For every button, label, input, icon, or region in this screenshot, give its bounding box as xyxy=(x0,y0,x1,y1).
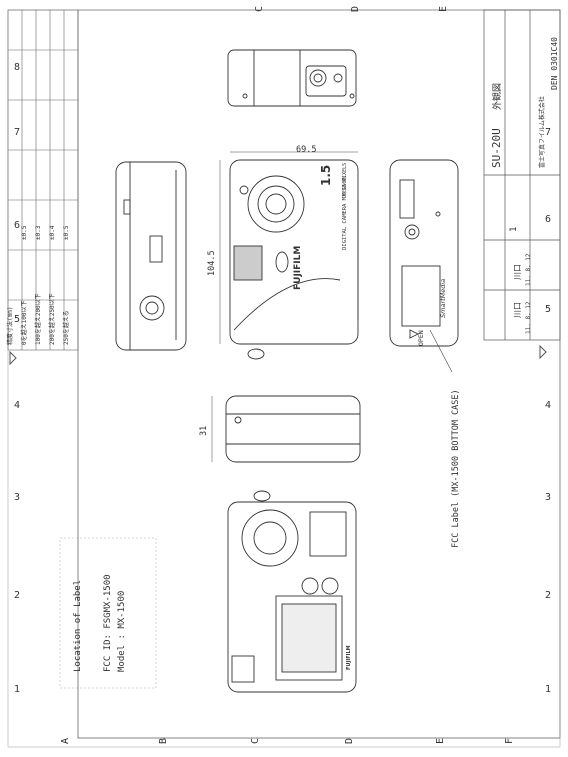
date-2: 11. 8. 12 xyxy=(525,253,532,286)
label-fcc-id: FCC ID: FSGMX-1500 xyxy=(103,574,113,672)
dim-width: 69.5 xyxy=(296,145,316,155)
col-num: 1 xyxy=(14,684,20,695)
camera-front-view xyxy=(229,159,359,360)
col-num: 2 xyxy=(14,590,20,601)
row-letter: E xyxy=(438,6,449,12)
tol-row: 100を越え200以下 xyxy=(34,293,42,345)
row-letter: B xyxy=(158,738,169,744)
mega-pixels-text: MEGA PIXELS xyxy=(342,163,348,196)
camera-left-view xyxy=(115,161,187,351)
dim-lines xyxy=(211,151,358,462)
col-num: 6 xyxy=(545,214,551,225)
row-letter: D xyxy=(350,6,361,12)
column-numbers-bottom: 1 2 3 4 5 6 7 xyxy=(545,127,551,695)
col-num: 3 xyxy=(545,492,551,503)
tol-row: 0を越え100以下 xyxy=(20,301,28,345)
col-num: 4 xyxy=(14,400,20,411)
col-num: 5 xyxy=(545,304,551,315)
lcd-brand: FUJIFILM xyxy=(346,645,352,670)
row-letter: C xyxy=(254,6,265,12)
sign-1: 川口 xyxy=(513,302,522,318)
bottom-marks: SmartMedia OPEN xyxy=(417,279,447,346)
camera-side-profile xyxy=(225,395,361,463)
fcc-callout: FCC Label (MX-1500 BOTTOM CASE) xyxy=(429,329,461,548)
row-letters: A B C D E F C D E xyxy=(60,6,515,744)
model-line: DIGITAL CAMERA MX-1500 xyxy=(342,177,348,250)
row-letter: F xyxy=(504,738,515,744)
col-num: 1 xyxy=(545,684,551,695)
row-letter: A xyxy=(60,738,71,744)
front-marks: FUJIFILM 1.5 MEGA PIXELS DIGITAL CAMERA … xyxy=(293,163,348,290)
row-letter: D xyxy=(344,738,355,744)
tolerance-values: 精度寸法(mm) 0を越え100以下 100を越え200以下 200を越え250… xyxy=(6,225,70,345)
row-letter: C xyxy=(250,738,261,744)
camera-top-view xyxy=(227,49,357,107)
dim-depth: 31 xyxy=(199,426,209,436)
company-name: 富士写真フイルム株式会社 xyxy=(538,96,546,168)
tol-row: 精度寸法(mm) xyxy=(6,307,14,345)
camera-bottom-view xyxy=(389,159,459,347)
open-mark: OPEN xyxy=(417,330,425,346)
date-1: 11. 8. 12 xyxy=(525,301,532,334)
fcc-callout-text: FCC Label (MX-1500 BOTTOM CASE) xyxy=(451,389,461,548)
col-num: 2 xyxy=(545,590,551,601)
col-num: 7 xyxy=(545,127,551,138)
part-name: 外観図 xyxy=(491,83,503,110)
tol-val: ±0.5 xyxy=(63,225,70,240)
part-number: SU-20U xyxy=(490,128,503,168)
col-num: 8 xyxy=(14,62,20,73)
back-marks: FUJIFILM xyxy=(346,645,352,670)
dim-height: 104.5 xyxy=(207,250,217,276)
tol-val: ±0.3 xyxy=(35,225,42,240)
tol-val: ±0.5 xyxy=(21,225,28,240)
row-letter: E xyxy=(435,738,446,744)
col-num: 5 xyxy=(14,314,20,325)
smartmedia-mark: SmartMedia xyxy=(439,279,447,318)
tolerance-table xyxy=(7,9,79,351)
brand-logo: FUJIFILM xyxy=(293,246,303,290)
label-note-box: Location of Label FCC ID: FSGMX-1500 Mod… xyxy=(59,537,157,689)
camera-back-view xyxy=(227,490,357,693)
tol-row: 200を越え250以下 xyxy=(48,293,56,345)
col-num: 4 xyxy=(545,400,551,411)
label-model: Model : MX-1500 xyxy=(117,591,127,672)
centering-marks xyxy=(9,344,547,366)
tol-row: 250を越える xyxy=(62,310,70,345)
sign-2: 川口 xyxy=(513,264,522,280)
sheet-border xyxy=(7,9,561,748)
megapixel-label: 1.5 xyxy=(319,165,333,186)
drawing-number: DEN 0301C40 xyxy=(550,37,559,90)
title-block-text: SU-20U 外観図 富士写真フイルム株式会社 DEN 0301C40 1 川口… xyxy=(490,37,559,334)
tol-val: ±0.4 xyxy=(49,225,56,240)
label-heading: Location of Label xyxy=(73,580,83,672)
column-numbers-top: 1 2 3 4 5 6 7 8 xyxy=(14,62,20,695)
col-num: 7 xyxy=(14,127,20,138)
revision: 1 xyxy=(509,227,519,232)
title-block xyxy=(483,9,561,341)
dim-labels: 69.5 104.5 31 xyxy=(199,145,316,436)
col-num: 3 xyxy=(14,492,20,503)
col-num: 6 xyxy=(14,220,20,231)
